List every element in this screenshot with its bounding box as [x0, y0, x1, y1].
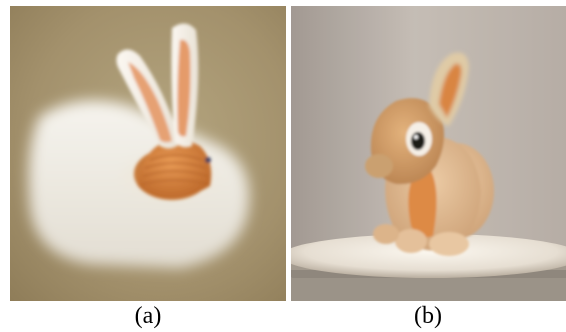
- image-panel-b: [291, 6, 566, 301]
- rabbit-ear: [429, 52, 469, 126]
- round-platform: [291, 234, 566, 301]
- orange-rabbit-body: [134, 139, 212, 200]
- photo-felt-rabbit-on-platform: [291, 6, 566, 301]
- photo-rabbit-on-white-block: [10, 6, 286, 301]
- felt-rabbit: [365, 98, 494, 256]
- caption-panel-b: (b): [414, 303, 442, 329]
- caption-panel-a: (a): [134, 303, 162, 329]
- rabbit-ears: [116, 23, 199, 149]
- image-panel-a: [10, 6, 286, 301]
